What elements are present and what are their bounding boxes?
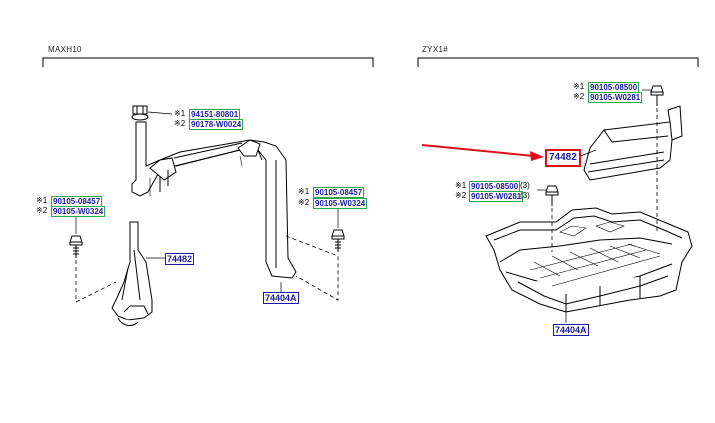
right-dashed-guides (551, 108, 658, 252)
left-section-bracket (42, 57, 374, 67)
part-link-tray-mid-bolt-2[interactable]: 90105-W0281 (469, 191, 524, 202)
right-section-bracket (417, 57, 699, 67)
tray-mid-bolt-icon (545, 185, 559, 206)
mark-2: ※2 (298, 198, 310, 207)
right-section-title: ZYX1# (422, 45, 448, 54)
mark-1: ※1 (298, 187, 310, 196)
part-link-bracket[interactable]: 74404A (263, 292, 299, 304)
left-bolt-icon (69, 235, 83, 258)
top-bolt-icon (131, 105, 149, 121)
mark-2: ※2 (573, 92, 585, 101)
right-bolt-icon (331, 229, 345, 252)
part-link-right-bolt-2[interactable]: 90105-W0324 (313, 198, 368, 209)
part-link-tray-top-bolt-2[interactable]: 90105-W0281 (588, 92, 643, 103)
mark-2: ※2 (174, 119, 186, 128)
part-link-tray[interactable]: 74404A (553, 324, 589, 336)
part-link-left-bolt-2[interactable]: 90105-W0324 (51, 206, 106, 217)
left-dashed-guides (75, 235, 339, 303)
top-bolt-leader (147, 111, 173, 115)
tray-grid (529, 221, 661, 287)
bracket-detail-lines (149, 155, 243, 196)
clamp-cover-piece (111, 221, 153, 326)
tray-top-bolt-icon (650, 85, 664, 106)
part-link-tray-cover-highlighted[interactable]: 74482 (545, 149, 581, 167)
tray-cover-piece (583, 105, 683, 181)
battery-tray (485, 207, 693, 313)
part-link-right-bolt-1[interactable]: 90105-08457 (313, 187, 365, 198)
mark-1: ※1 (455, 181, 467, 190)
mark-1: ※1 (36, 196, 48, 205)
mark-2: ※2 (455, 191, 467, 200)
mark-2: ※2 (36, 206, 48, 215)
left-section-title: MAXH10 (48, 45, 82, 54)
battery-bracket-frame (131, 121, 297, 279)
mark-1: ※1 (174, 109, 186, 118)
tray-cover-leader (577, 149, 597, 158)
mark-1: ※1 (573, 82, 585, 91)
highlight-arrow (421, 144, 544, 161)
part-link-top-bolt-2[interactable]: 90178-W0024 (189, 119, 244, 130)
quantity-label: (3) (520, 191, 530, 200)
quantity-label: (3) (520, 181, 530, 190)
part-link-cover[interactable]: 74482 (165, 253, 195, 265)
